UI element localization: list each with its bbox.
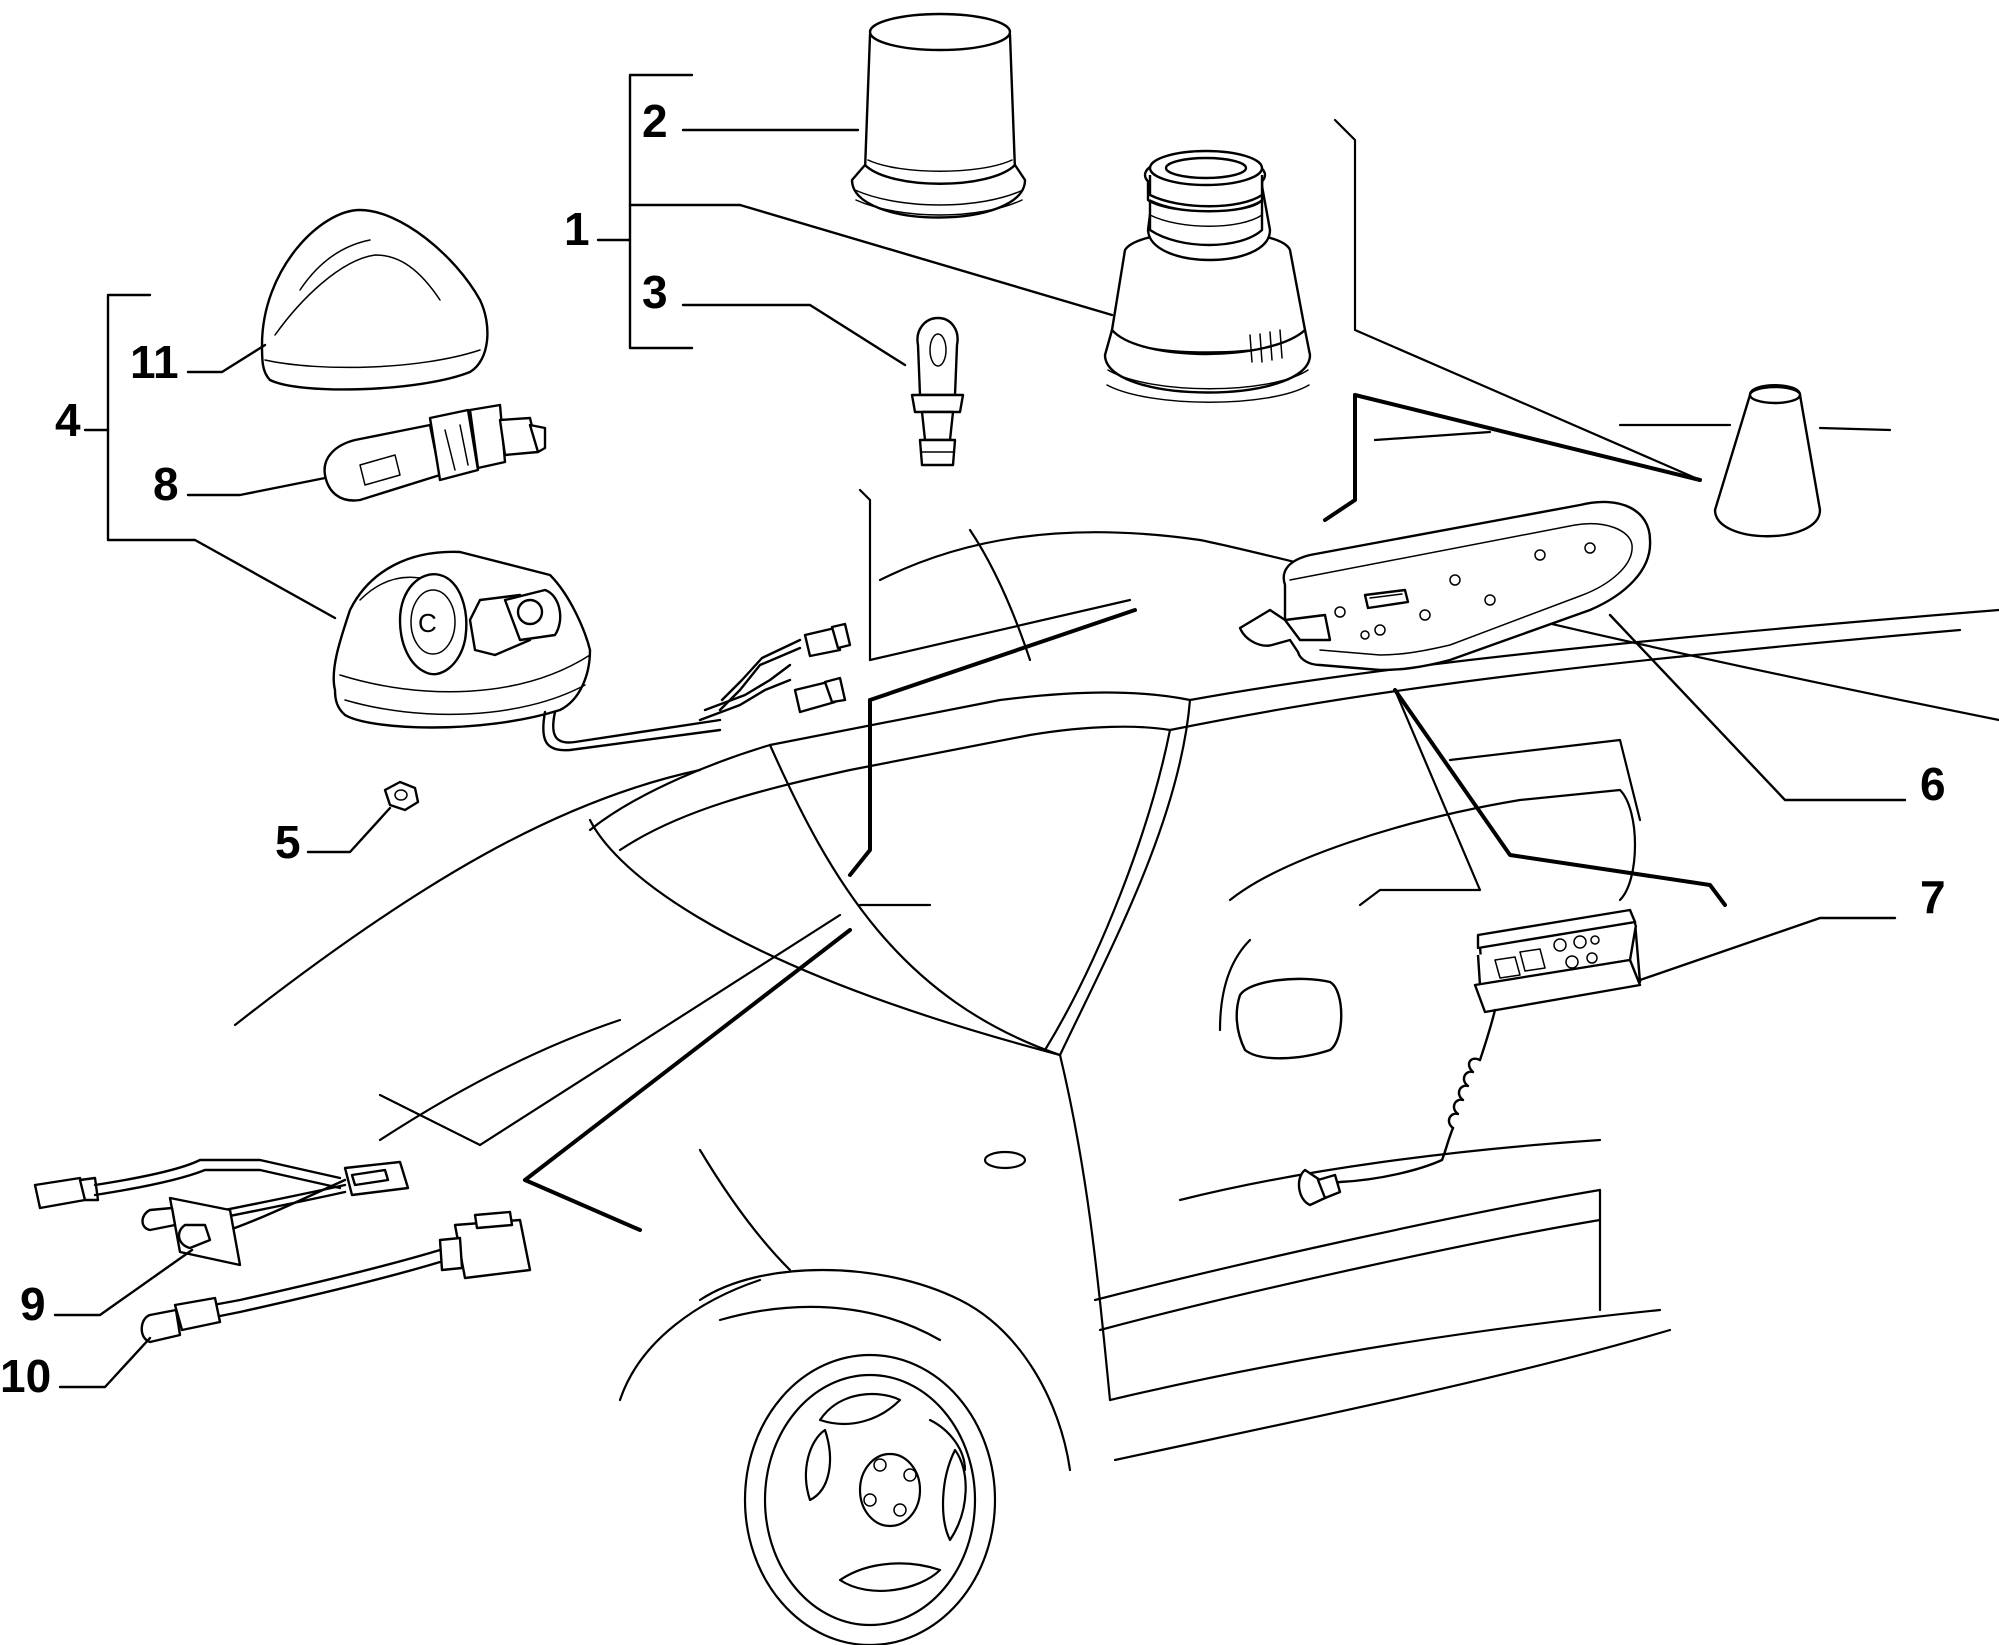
callout-7: 7 xyxy=(1920,871,1946,923)
callout-6: 6 xyxy=(1920,758,1946,810)
callout-9: 9 xyxy=(20,1278,46,1330)
exploded-lines xyxy=(378,118,1892,1232)
part-9-harness xyxy=(33,1158,410,1267)
callout-2: 2 xyxy=(642,95,668,147)
part-11-lens xyxy=(260,208,489,391)
callout-10: 10 xyxy=(0,1350,51,1402)
small-beacon-dome xyxy=(1713,384,1822,538)
part-10-harness xyxy=(140,1210,532,1344)
leader-lines xyxy=(53,73,1907,1389)
part-4-lamp-unit: C xyxy=(332,550,852,752)
callout-11: 11 xyxy=(130,336,179,388)
part-7-switch-unit xyxy=(1297,908,1642,1207)
part-5-nut xyxy=(383,780,420,812)
part-3-bulb xyxy=(910,316,965,467)
lamp-reflector-glyph: C xyxy=(418,608,437,638)
callout-8: 8 xyxy=(153,458,179,510)
callout-labels: 1 2 3 4 5 6 7 8 9 10 11 xyxy=(0,95,1946,1402)
callout-1: 1 xyxy=(564,203,590,255)
callout-3: 3 xyxy=(642,266,668,318)
callout-5: 5 xyxy=(275,816,301,868)
part-8-halogen-bulb xyxy=(323,403,547,502)
part-1-beacon-base xyxy=(1103,149,1312,403)
car-outline xyxy=(233,528,1999,1645)
callout-4: 4 xyxy=(55,394,81,446)
part-6-mounting-plate xyxy=(1238,500,1652,672)
part-2-lens-dome xyxy=(850,12,1027,219)
